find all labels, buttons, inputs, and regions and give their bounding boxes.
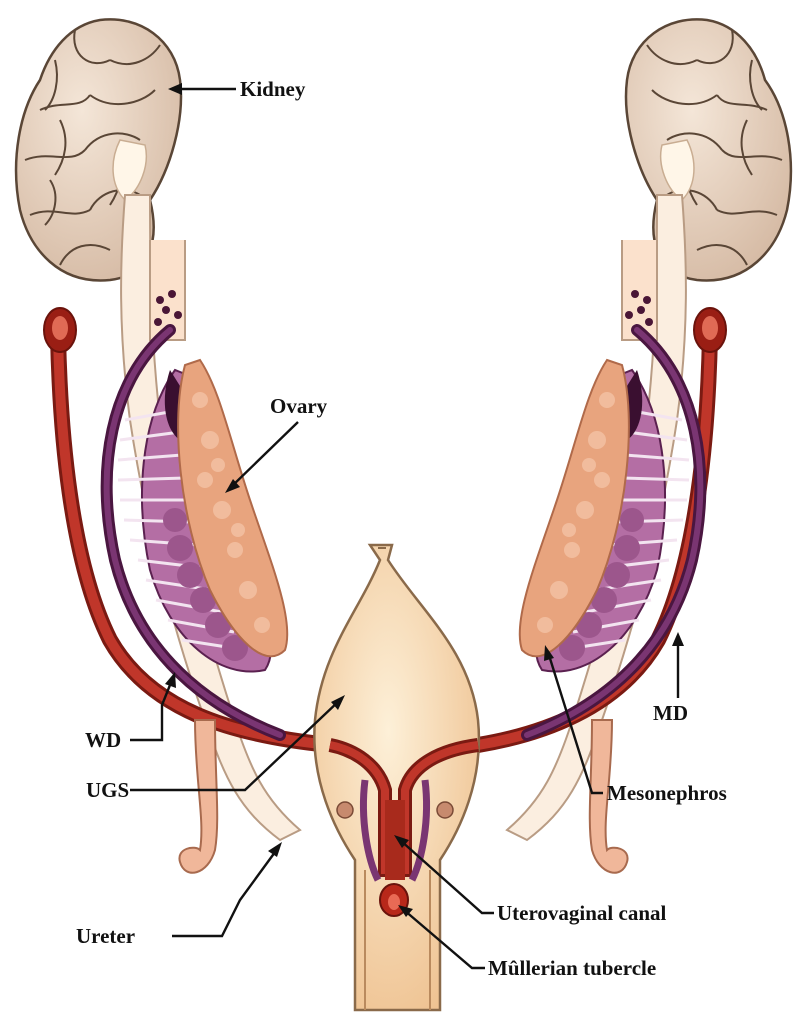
kidney-label: Kidney [240,77,306,101]
md-label: MD [653,701,688,725]
mesonephros-label: Mesonephros [607,781,727,805]
left-lower-tube [179,720,217,873]
ugs-label: UGS [86,778,129,802]
ureter-label: Ureter [76,924,135,948]
label-ovary: Ovary [225,394,328,493]
label-wd: WD [85,672,176,752]
urogenital-sinus [314,545,479,1010]
wd-label: WD [85,728,121,752]
label-kidney: Kidney [168,77,306,101]
uterovaginal-canal-label: Uterovaginal canal [497,901,667,925]
mullerian-tubercle-label: Mûllerian tubercle [488,956,656,980]
ovary-label: Ovary [270,394,328,418]
